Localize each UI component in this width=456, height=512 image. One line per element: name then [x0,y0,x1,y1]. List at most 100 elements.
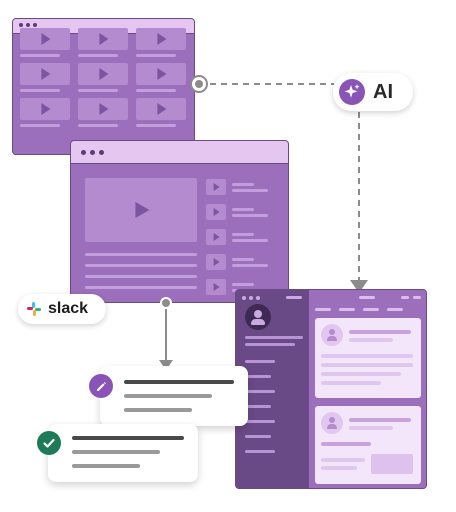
message-line [321,381,381,385]
message-line [349,338,393,342]
play-icon [41,68,51,80]
connector-tasks-arrowhead [159,360,173,370]
playlist-thumbnail[interactable] [206,254,226,270]
avatar-icon [321,324,343,346]
play-icon [99,33,109,45]
header-line [413,296,421,299]
task-line [72,450,160,454]
slack-logo-icon [27,302,41,316]
message-line [321,372,401,376]
play-icon [213,233,220,241]
window-controls [242,296,260,300]
video-player-window [70,140,289,303]
video-thumbnail[interactable] [78,98,128,120]
video-grid-window [12,18,195,155]
playlist-thumbnail[interactable] [206,229,226,245]
playlist-line [232,258,254,261]
caption-line [136,89,176,92]
message-line [349,426,393,430]
tab-line[interactable] [363,308,379,311]
caption-line [20,89,60,92]
playlist-thumbnail[interactable] [206,179,226,195]
playlist-line [232,183,254,186]
check-icon[interactable] [37,431,61,455]
video-thumbnail[interactable] [78,28,128,50]
caption-line [136,54,176,57]
avatar-icon[interactable] [245,304,271,330]
play-icon [213,208,220,216]
video-thumbnail[interactable] [136,28,186,50]
caption-line [20,54,60,57]
connector-ai-arrowhead [350,280,368,293]
avatar-icon [321,412,343,434]
caption-line [78,89,118,92]
tab-line[interactable] [387,308,403,311]
video-thumbnail[interactable] [136,63,186,85]
description-line [85,253,197,256]
task-title-line [72,436,184,440]
caption-line [20,124,60,127]
task-line [124,394,212,398]
task-card-done[interactable] [48,424,198,482]
message-card[interactable] [315,318,421,398]
message-card[interactable] [315,406,421,484]
play-icon [41,33,51,45]
message-line [321,354,413,358]
playlist-line [232,214,268,217]
playlist-thumbnail[interactable] [206,204,226,220]
task-card-edit[interactable] [100,366,248,426]
window-titlebar [71,141,288,164]
pencil-icon[interactable] [89,374,113,398]
play-icon [135,202,150,218]
sidebar-item[interactable] [245,375,271,378]
sidebar-item[interactable] [245,435,271,438]
tab-line[interactable] [339,308,355,311]
sparkle-icon [339,79,365,105]
window-controls [81,150,104,155]
message-line [321,458,365,462]
playlist-line [232,233,254,236]
tab-line[interactable] [315,308,331,311]
header-line [401,296,409,299]
caption-line [78,124,118,127]
playlist-line [232,264,268,267]
video-thumbnail[interactable] [20,28,70,50]
sidebar-item[interactable] [245,360,275,363]
video-thumbnail[interactable] [78,63,128,85]
message-line [349,330,411,334]
play-icon [99,103,109,115]
video-thumbnail[interactable] [20,63,70,85]
play-icon [157,68,167,80]
playlist-line [232,189,268,192]
chat-sidebar [236,290,309,488]
chat-main [309,290,426,488]
play-icon [41,103,51,115]
sidebar-line [245,336,303,339]
sidebar-item[interactable] [245,450,275,453]
ai-label: AI [373,80,393,103]
task-title-line [124,380,234,384]
sidebar-header-line [286,296,302,299]
chat-app-window [235,289,427,489]
task-line [72,464,140,468]
ai-badge[interactable]: AI [333,73,413,111]
sidebar-item[interactable] [245,420,275,423]
playlist-line [232,283,254,286]
slack-label: slack [48,300,89,317]
caption-line [136,124,176,127]
message-line [349,418,411,422]
play-icon [213,258,220,266]
task-line [124,408,192,412]
sidebar-line [245,343,295,346]
sidebar-item[interactable] [245,405,271,408]
play-icon [99,68,109,80]
sidebar-item[interactable] [245,390,275,393]
video-thumbnail[interactable] [136,98,186,120]
video-thumbnail[interactable] [20,98,70,120]
main-video-player[interactable] [85,178,197,242]
slack-badge[interactable]: slack [18,294,106,324]
video-attachment[interactable] [371,454,413,474]
description-line [85,275,197,278]
playlist-thumbnail[interactable] [206,279,226,295]
